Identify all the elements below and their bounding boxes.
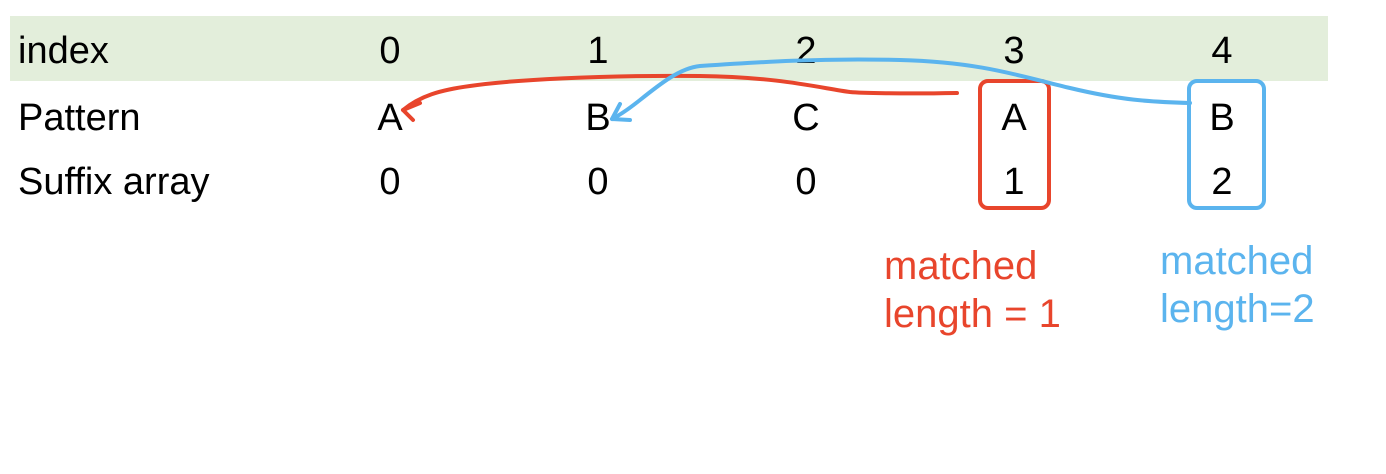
pattern-cell-3: A (1001, 97, 1027, 139)
index-cell-1: 1 (587, 30, 609, 72)
suffix-cell-3: 1 (1003, 161, 1025, 203)
blue-highlight-box (1187, 79, 1266, 210)
red-note-line-2: length = 1 (884, 292, 1061, 336)
blue-arrow-line (610, 57, 1192, 121)
index-cell-4: 4 (1211, 30, 1233, 72)
red-arrowhead (401, 101, 422, 122)
row-label-index: index (18, 30, 109, 72)
blue-arrowhead (610, 102, 632, 122)
suffix-cell-0: 0 (379, 161, 401, 203)
pattern-cell-4: B (1209, 97, 1235, 139)
pattern-cell-0: A (377, 97, 403, 139)
blue-matched-note: matched length=2 (1160, 237, 1315, 333)
red-highlight-box (978, 79, 1051, 210)
row-label-suffix-array: Suffix array (18, 161, 210, 203)
suffix-cell-4: 2 (1211, 161, 1233, 203)
index-cell-0: 0 (379, 30, 401, 72)
suffix-cell-1: 0 (587, 161, 609, 203)
index-row-band (10, 16, 1328, 81)
red-note-line-1: matched (884, 244, 1038, 288)
red-arrow-line (401, 73, 959, 112)
row-label-pattern: Pattern (18, 97, 141, 139)
red-matched-note: matched length = 1 (884, 242, 1061, 338)
index-cell-3: 3 (1003, 30, 1025, 72)
blue-note-line-1: matched (1160, 239, 1314, 283)
blue-note-line-2: length=2 (1160, 287, 1315, 331)
pattern-cell-2: C (792, 97, 820, 139)
suffix-cell-2: 0 (795, 161, 817, 203)
pattern-cell-1: B (585, 97, 611, 139)
